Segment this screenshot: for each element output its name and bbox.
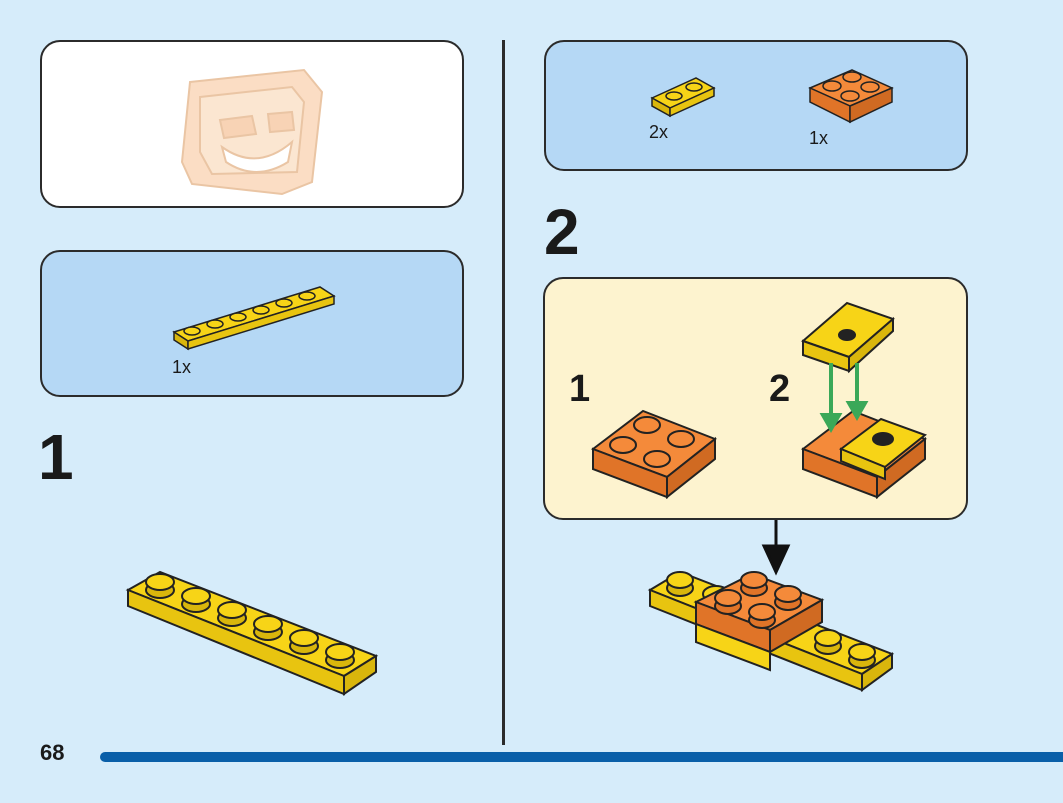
substep-images	[590, 301, 928, 500]
substep-2-number: 2	[769, 368, 791, 410]
substep-1-image	[590, 409, 717, 500]
model-preview-panel	[40, 40, 464, 208]
step-2-number: 2	[544, 196, 580, 268]
substep-callout	[543, 277, 968, 520]
step-1-parts-callout	[40, 250, 464, 397]
plate-1x6-yellow-part	[172, 286, 336, 351]
step-2-part-2-qty: 1x	[809, 128, 829, 148]
down-arrow-icon	[761, 520, 791, 576]
page-number: 68	[40, 740, 65, 765]
substep-2-image	[800, 301, 928, 500]
green-arrows	[819, 363, 869, 434]
page-divider	[502, 40, 505, 745]
step-2-parts-callout	[544, 40, 968, 171]
step-2-part-1-qty: 2x	[649, 122, 669, 142]
plate-2x2-orange-part	[808, 69, 894, 124]
plate-1x2-yellow-part	[650, 77, 716, 118]
substep-1-number: 1	[569, 368, 591, 410]
step-1-number: 1	[38, 421, 74, 493]
model-preview-image	[180, 68, 324, 196]
step-2-parts-images	[650, 69, 894, 124]
footer-accent-bar	[100, 752, 1063, 762]
step-1-part-qty: 1x	[172, 357, 192, 377]
